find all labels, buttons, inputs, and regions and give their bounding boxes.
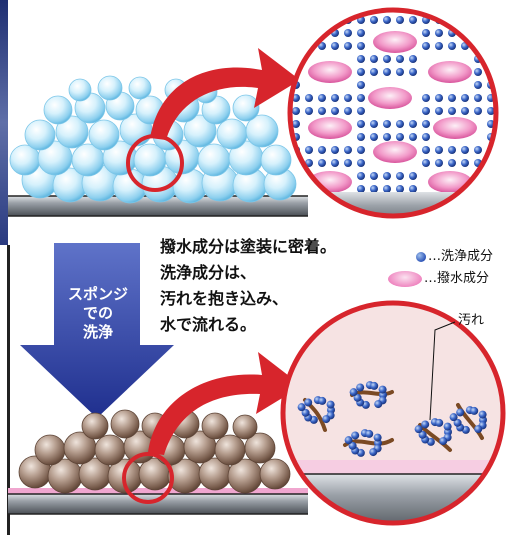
bottom-zoom-circle xyxy=(280,300,506,526)
caption-text: 撥水成分は塗装に密着。 洗浄成分は、 汚れを抱き込み、 水で流れる。 xyxy=(160,234,420,338)
sponge-wash-arrow xyxy=(20,243,174,418)
caption-line-2: 洗浄成分は、 xyxy=(160,263,257,282)
top-zoom-circle xyxy=(287,7,499,219)
caption-line-4: 水で流れる。 xyxy=(160,315,257,334)
bottom-magnifier-ring xyxy=(122,452,174,504)
left-edge-line xyxy=(7,245,10,535)
legend-cleaning-label: …洗浄成分 xyxy=(428,249,494,264)
arrow-label-line-1: スポンジ xyxy=(67,285,128,303)
arrow-label-line-3: 洗浄 xyxy=(82,323,113,341)
legend-repellent-label: …撥水成分 xyxy=(424,271,490,286)
cleaning-component-icon xyxy=(416,252,426,262)
top-foam xyxy=(9,75,297,204)
caption-line-1: 撥水成分は塗装に密着。 xyxy=(160,237,337,256)
left-edge-strip xyxy=(0,0,8,245)
sponge-wash-label: スポンジ での 洗浄 xyxy=(46,285,150,342)
dirt-label: 汚れ xyxy=(458,313,485,328)
caption-line-3: 汚れを抱き込み、 xyxy=(160,289,289,308)
dirt-pointer-line xyxy=(429,321,456,421)
bottom-panel-surface xyxy=(8,488,308,515)
arrow-label-line-2: での xyxy=(82,304,113,322)
top-curved-arrow xyxy=(150,48,300,140)
repellent-component-icon xyxy=(388,271,422,287)
bottom-curved-arrow xyxy=(148,352,302,455)
